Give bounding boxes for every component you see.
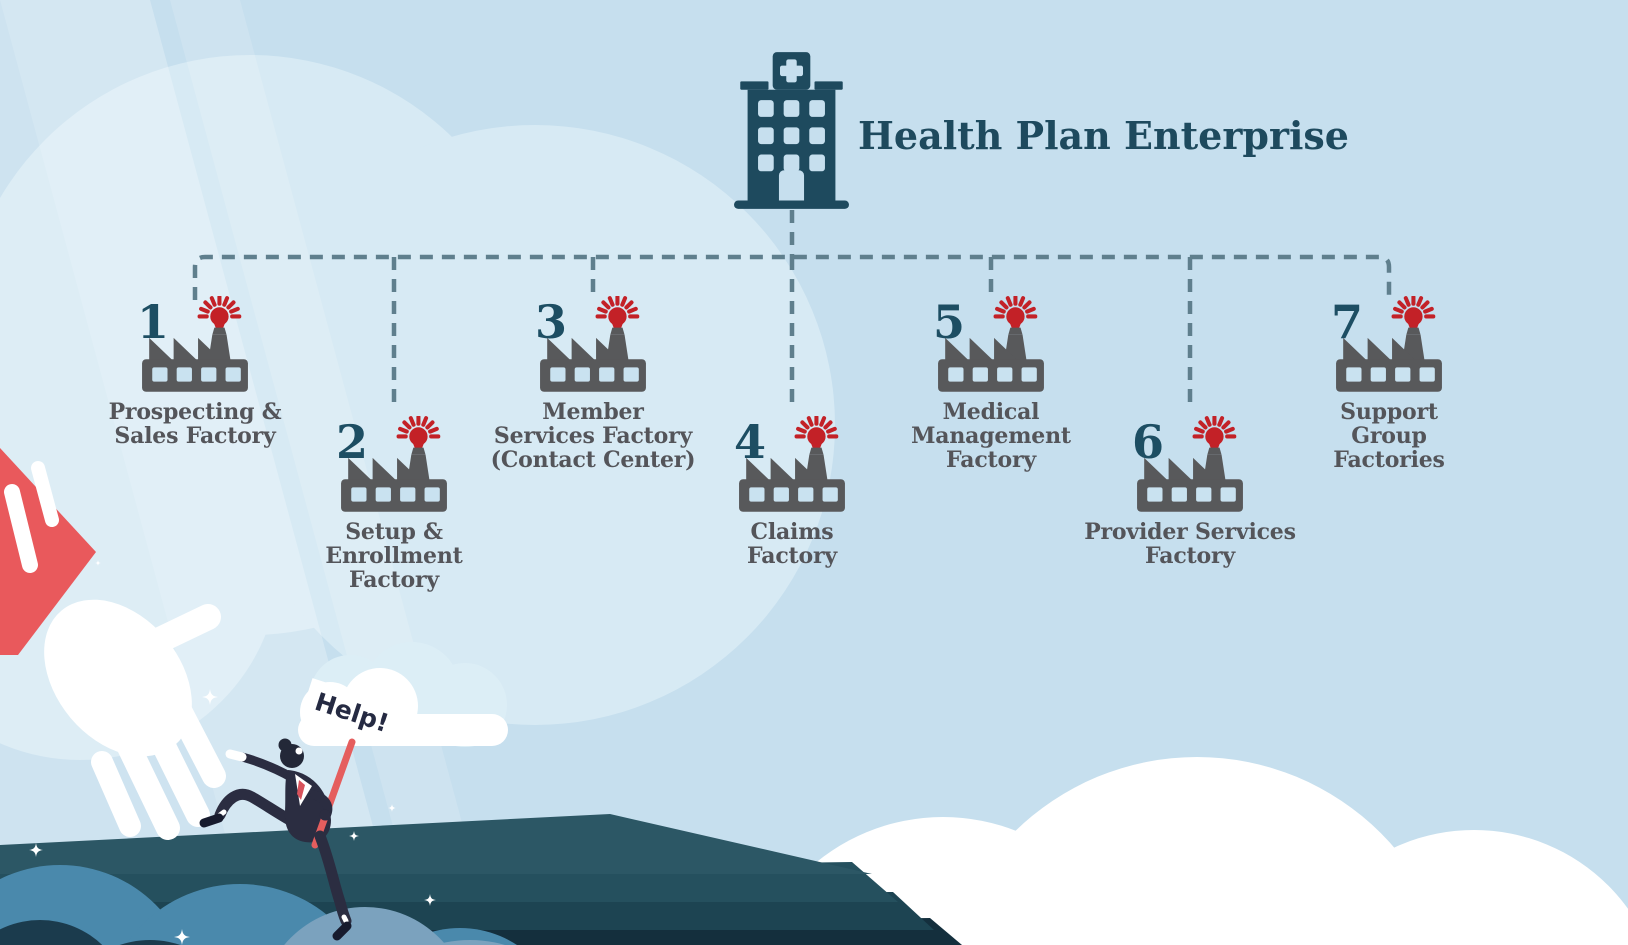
factory-node-1: 1 Prospecting & Sales Factory (75, 296, 315, 506)
factory-label-line: Management (911, 423, 1071, 449)
factory-label-line: Factory (349, 567, 439, 593)
factory-label-line: Medical (942, 399, 1040, 425)
factory-icon (338, 416, 450, 518)
factory-label: Member Services Factory (Contact Center) (473, 400, 713, 472)
factory-node-3: 3 Member Services Factory (Contact Cente… (473, 296, 713, 506)
factory-label-line: Provider Services (1084, 519, 1296, 545)
light-streaks (4, 461, 59, 573)
factory-node-6: 6 Provider Services Factory (1070, 416, 1310, 626)
factory-icon (1134, 416, 1246, 518)
factory-number: 2 (335, 415, 368, 469)
factory-icon (537, 296, 649, 398)
factory-label-line: Setup & Enrollment (325, 519, 463, 569)
factory-node-5: 5 Medical Management Factory (871, 296, 1111, 506)
factory-number: 5 (932, 295, 965, 349)
tie (297, 780, 305, 800)
factory-icon (935, 296, 1047, 398)
factory-label-line: Factories (1333, 447, 1445, 473)
factory-label-line: (Contact Center) (490, 447, 696, 473)
factory-label: Medical Management Factory (871, 400, 1111, 472)
helping-hand-icon (0, 448, 226, 840)
gray-blue-cloud (284, 907, 505, 945)
factory-icon (736, 416, 848, 518)
factory-icon (139, 296, 251, 398)
factory-label: Prospecting & Sales Factory (75, 400, 315, 448)
hospital-building-icon (734, 52, 849, 209)
factory-number: 6 (1131, 415, 1164, 469)
factory-node-2: 2 Setup & Enrollment Factory (274, 416, 514, 626)
factory-node-4: 4 Claims Factory (672, 416, 912, 626)
factory-label-line: Services Factory (493, 423, 693, 449)
factory-label: Provider Services Factory (1070, 520, 1310, 568)
sign-pole (311, 738, 356, 849)
factory-number: 7 (1330, 295, 1363, 349)
page-title: Health Plan Enterprise (858, 113, 1349, 158)
factory-icon (1333, 296, 1445, 398)
factory-node-7: 7 Support Group Factories (1269, 296, 1509, 506)
factory-label-line: Member (542, 399, 644, 425)
door (778, 170, 805, 201)
factory-label-line: Claims (750, 519, 834, 545)
factory-label-line: Factory (946, 447, 1036, 473)
factory-label-line: Prospecting & (108, 399, 282, 425)
factory-label-line: Support (1340, 399, 1438, 425)
factory-label: Setup & Enrollment Factory (274, 520, 514, 592)
factory-label: Claims Factory (672, 520, 912, 568)
factory-label-line: Factory (747, 543, 837, 569)
factory-label-line: Sales Factory (114, 423, 276, 449)
dark-navy-cloud-corner (0, 920, 181, 945)
factory-label-line: Group (1351, 423, 1427, 449)
factory-label-line: Factory (1145, 543, 1235, 569)
factory-number: 1 (136, 295, 169, 349)
red-sleeve (0, 448, 96, 655)
factory-label: Support Group Factories (1269, 400, 1509, 472)
org-connector (192, 210, 1392, 408)
factory-number: 3 (534, 295, 567, 349)
factory-number: 4 (733, 415, 766, 469)
